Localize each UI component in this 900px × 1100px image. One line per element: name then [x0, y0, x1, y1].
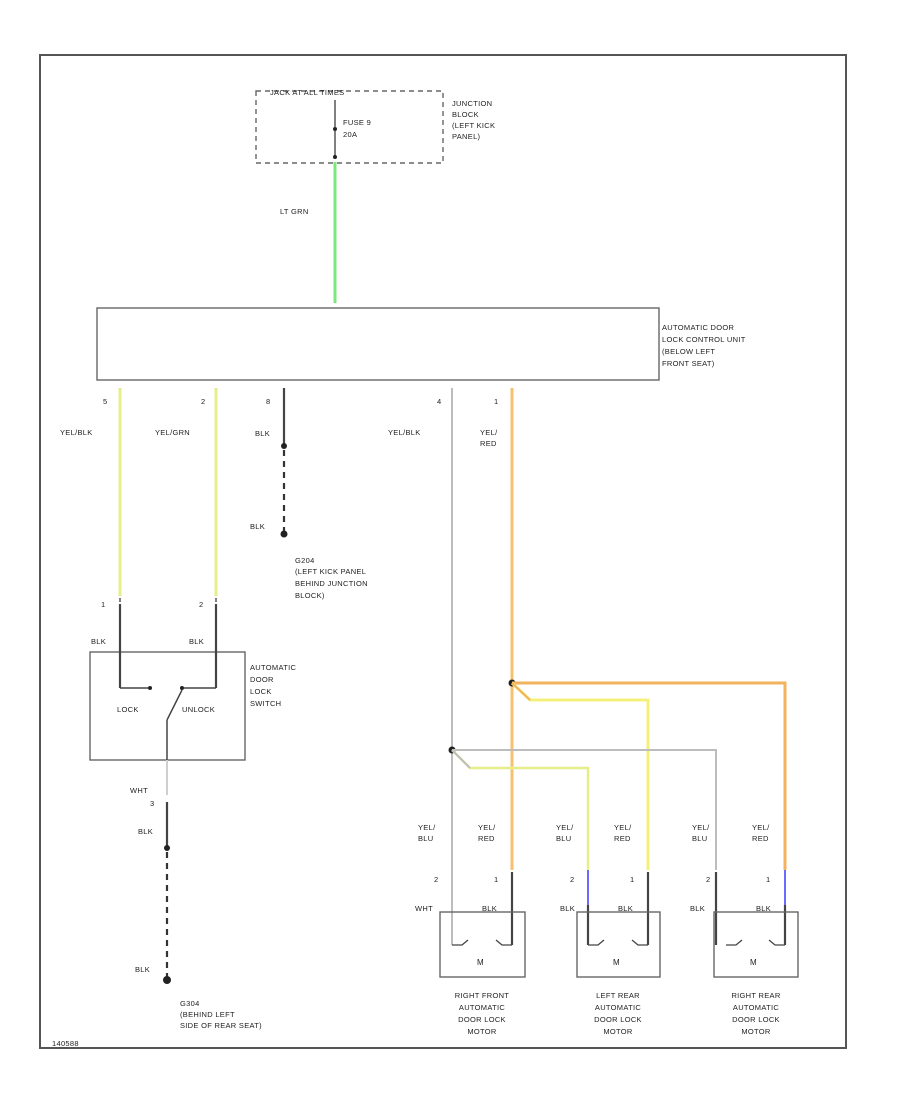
switch-wht-label: WHT	[130, 786, 148, 795]
branch-yel-red-right-rear	[512, 681, 787, 870]
motor-1-pin-b: 1	[630, 875, 634, 884]
control-unit-label-3: (BELOW LEFT	[662, 347, 715, 356]
wire-yel-red-label-1: YEL/	[480, 428, 498, 437]
switch-label-1: AUTOMATIC	[250, 663, 296, 672]
switch-blk-2: BLK	[189, 637, 204, 646]
pin-4-label: 4	[437, 397, 441, 406]
pin-1-label: 1	[494, 397, 498, 406]
branch-yel-blu-right-rear	[452, 749, 717, 870]
motor-left-rear: YEL/ BLU YEL/ RED 2 1 BLK BLK M LEFT REA…	[556, 823, 661, 1036]
wire-yel-blk-label: YEL/BLK	[60, 428, 93, 437]
motor-0-tag-b: BLK	[482, 904, 497, 913]
motor-1-label-3: DOOR LOCK	[594, 1015, 642, 1024]
fuse-label: FUSE 9	[343, 118, 371, 127]
motor-2-pin-b: 1	[766, 875, 770, 884]
junction-block-label-3: (LEFT KICK	[452, 121, 495, 130]
g204-name: G204	[295, 556, 315, 565]
motor-0-label-1: RIGHT FRONT	[455, 991, 510, 1000]
motor-2-label-2: AUTOMATIC	[733, 1003, 779, 1012]
control-unit-label-2: LOCK CONTROL UNIT	[662, 335, 746, 344]
switch-blk-3: BLK	[138, 827, 153, 836]
g304-line-2: SIDE OF REAR SEAT)	[180, 1021, 262, 1030]
control-unit-label-1: AUTOMATIC DOOR	[662, 323, 735, 332]
switch-pin-1: 1	[101, 600, 105, 609]
motor-1-box	[576, 911, 661, 978]
motor-0-pin-b: 1	[494, 875, 498, 884]
control-unit-label-4: FRONT SEAT)	[662, 359, 715, 368]
wire-blk-ground-label: BLK	[250, 522, 265, 531]
motor-1-tag-b: BLK	[618, 904, 633, 913]
motor-0-wire-a-1: YEL/	[418, 823, 436, 832]
junction-block-label-4: PANEL)	[452, 132, 481, 141]
motor-2-wire-b-2: RED	[752, 834, 769, 843]
motor-0-wire-b-2: RED	[478, 834, 495, 843]
motor-0-wire-a-2: BLU	[418, 834, 434, 843]
motor-2-label-4: MOTOR	[741, 1027, 771, 1036]
motor-1-tag-a: BLK	[560, 904, 575, 913]
pin-8-label: 8	[266, 397, 270, 406]
switch-unlock-label: UNLOCK	[182, 705, 215, 714]
motor-2-wire-b-1: YEL/	[752, 823, 770, 832]
motor-0-pin-a: 2	[434, 875, 438, 884]
g204-line-1: (LEFT KICK PANEL	[295, 567, 366, 576]
branch-yel-blu-left-rear	[451, 749, 590, 870]
motor-0-wire-b-1: YEL/	[478, 823, 496, 832]
motor-0-label-2: AUTOMATIC	[459, 1003, 505, 1012]
switch-lock-label: LOCK	[117, 705, 139, 714]
motor-1-label-1: LEFT REAR	[596, 991, 640, 1000]
motor-2-tag-b: BLK	[756, 904, 771, 913]
figure-id: 140588	[52, 1039, 79, 1048]
motor-1-wire-a-1: YEL/	[556, 823, 574, 832]
motor-2-label-1: RIGHT REAR	[731, 991, 780, 1000]
junction-block-label-2: BLOCK	[452, 110, 479, 119]
fuse-box	[255, 90, 444, 164]
motor-1-label-4: MOTOR	[603, 1027, 633, 1036]
switch-pin-3: 3	[150, 799, 154, 808]
fuse-amps: 20A	[343, 130, 357, 139]
diagram-frame	[39, 54, 847, 1049]
motor-right-front: YEL/ BLU YEL/ RED 2 1 WHT BLK M RIGHT FR…	[415, 823, 526, 1036]
g304-line-1: (BEHIND LEFT	[180, 1010, 235, 1019]
switch-label-4: SWITCH	[250, 699, 281, 708]
motor-0-m: M	[477, 958, 484, 967]
switch-blk-1: BLK	[91, 637, 106, 646]
pin-2-label: 2	[201, 397, 205, 406]
wire-lt-grn-label: LT GRN	[280, 207, 309, 216]
motor-1-wire-b-1: YEL/	[614, 823, 632, 832]
pin-5-label: 5	[103, 397, 107, 406]
motor-2-label-3: DOOR LOCK	[732, 1015, 780, 1024]
motor-1-label-2: AUTOMATIC	[595, 1003, 641, 1012]
switch-contact	[166, 689, 183, 721]
wire-yel-red-label-2: RED	[480, 439, 497, 448]
motor-2-pin-a: 2	[706, 875, 710, 884]
wire-blk-top-label: BLK	[255, 429, 270, 438]
g204-line-3: BLOCK)	[295, 591, 325, 600]
wire-yel-grn-label: YEL/GRN	[155, 428, 190, 437]
motor-0-label-3: DOOR LOCK	[458, 1015, 506, 1024]
motor-2-wire-a-2: BLU	[692, 834, 708, 843]
motor-0-tag-a: WHT	[415, 904, 433, 913]
wire-yel-blk-mid-label: YEL/BLK	[388, 428, 421, 437]
motor-0-label-4: MOTOR	[467, 1027, 497, 1036]
motor-1-pin-a: 2	[570, 875, 574, 884]
motor-right-rear: YEL/ BLU YEL/ RED 2 1 BLK BLK M RIGHT RE…	[690, 823, 799, 1036]
fuse-box-title: JACK AT ALL TIMES	[270, 88, 344, 97]
motor-2-wire-a-1: YEL/	[692, 823, 710, 832]
g204-line-2: BEHIND JUNCTION	[295, 579, 368, 588]
motor-1-wire-a-2: BLU	[556, 834, 572, 843]
switch-label-3: LOCK	[250, 687, 272, 696]
motor-2-m: M	[750, 958, 757, 967]
switch-label-2: DOOR	[250, 675, 274, 684]
control-unit-box	[96, 307, 660, 381]
motor-2-box	[713, 911, 799, 978]
motor-1-m: M	[613, 958, 620, 967]
motor-0-box	[439, 911, 526, 978]
motor-1-wire-b-2: RED	[614, 834, 631, 843]
motor-2-tag-a: BLK	[690, 904, 705, 913]
switch-blk-4: BLK	[135, 965, 150, 974]
junction-block-label-1: JUNCTION	[452, 99, 492, 108]
g304-name: G304	[180, 999, 200, 1008]
switch-pin-2: 2	[199, 600, 203, 609]
